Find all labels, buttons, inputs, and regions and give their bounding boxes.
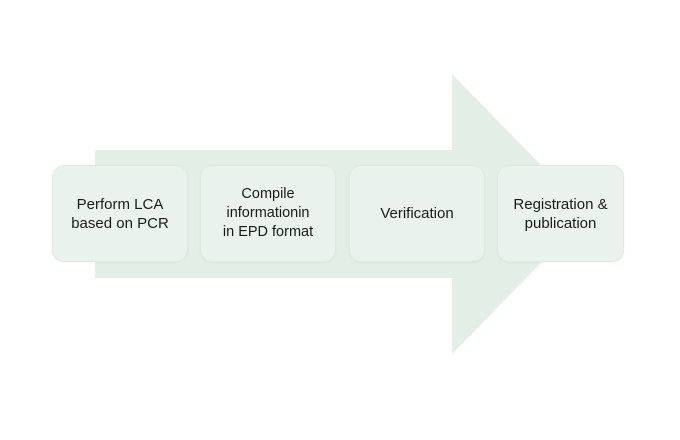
step-label: Registration & publication <box>513 195 608 232</box>
step-box-compile-information: Compile informationin in EPD format <box>200 165 336 262</box>
step-label: Compile informationin in EPD format <box>222 186 314 240</box>
step-label: Verification <box>380 205 454 222</box>
step-box-registration-publication: Registration & publication <box>497 165 624 262</box>
step-label: Perform LCA based on PCR <box>71 195 169 232</box>
step-box-verification: Verification <box>349 165 485 262</box>
step-box-perform-lca: Perform LCA based on PCR <box>52 165 188 262</box>
arrow-body <box>95 74 589 354</box>
